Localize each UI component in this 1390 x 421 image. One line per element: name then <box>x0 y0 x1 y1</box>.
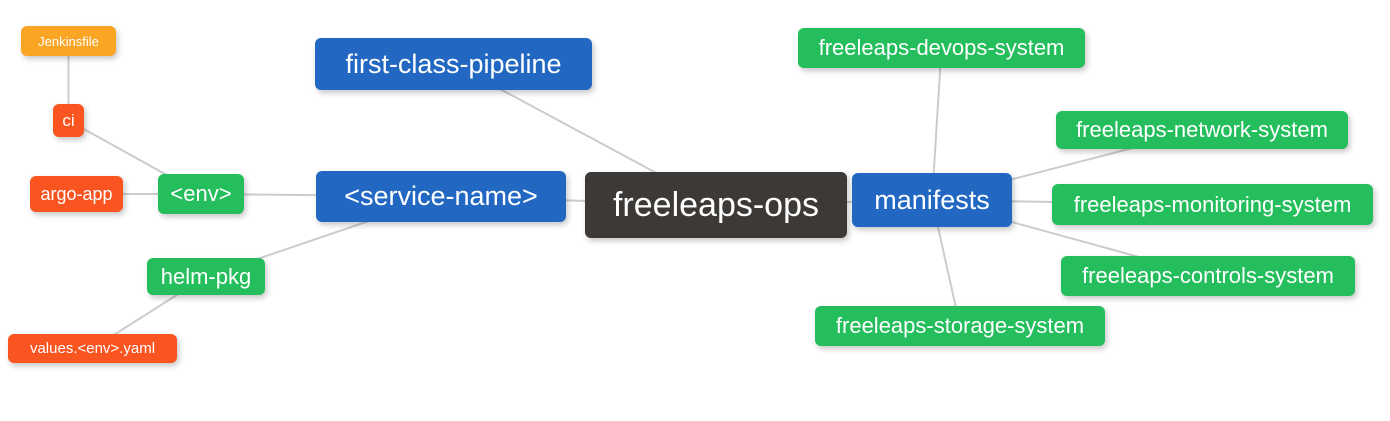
node-env[interactable]: <env> <box>158 174 244 214</box>
node-monitoring-system[interactable]: freeleaps-monitoring-system <box>1052 184 1373 225</box>
node-network-system[interactable]: freeleaps-network-system <box>1056 111 1348 149</box>
node-manifests[interactable]: manifests <box>852 173 1012 227</box>
node-first-class-pipeline[interactable]: first-class-pipeline <box>315 38 592 90</box>
node-controls-system[interactable]: freeleaps-controls-system <box>1061 256 1355 296</box>
node-freeleaps-ops[interactable]: freeleaps-ops <box>585 172 847 238</box>
node-argo-app[interactable]: argo-app <box>30 176 123 212</box>
node-devops-system[interactable]: freeleaps-devops-system <box>798 28 1085 68</box>
node-storage-system[interactable]: freeleaps-storage-system <box>815 306 1105 346</box>
node-values-env-yaml[interactable]: values.<env>.yaml <box>8 334 177 363</box>
node-service-name[interactable]: <service-name> <box>316 171 566 222</box>
node-helm-pkg[interactable]: helm-pkg <box>147 258 265 295</box>
node-jenkinsfile[interactable]: Jenkinsfile <box>21 26 116 56</box>
node-ci[interactable]: ci <box>53 104 84 137</box>
